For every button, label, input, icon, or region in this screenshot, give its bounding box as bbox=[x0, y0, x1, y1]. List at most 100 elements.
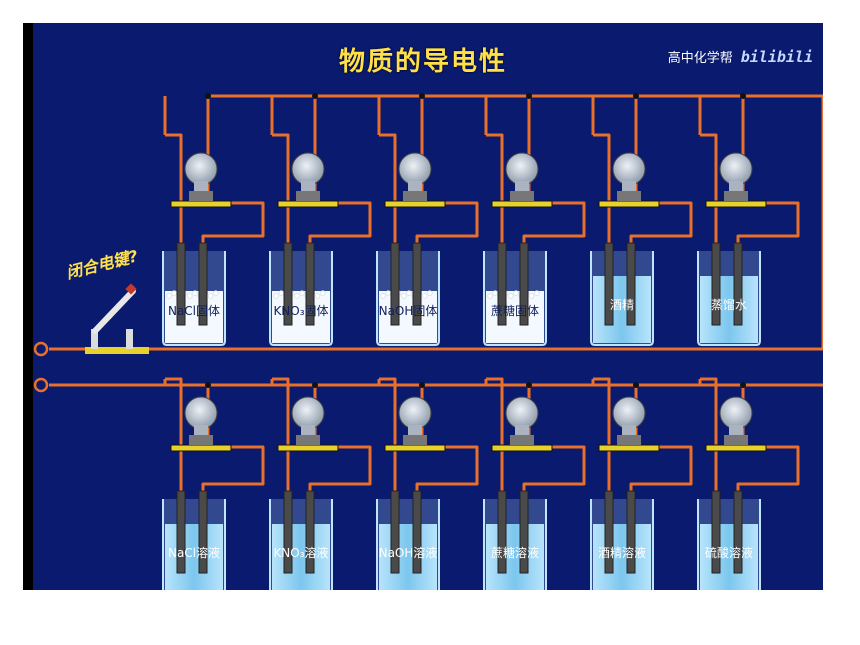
electrode bbox=[497, 242, 507, 326]
liquid-sample bbox=[379, 524, 437, 590]
crystal bbox=[380, 293, 386, 299]
cell-wire bbox=[486, 133, 504, 251]
lamp-socket bbox=[403, 191, 427, 201]
junction-dot bbox=[526, 382, 532, 388]
channel-name: 高中化学帮 bbox=[667, 51, 733, 66]
cell-wire bbox=[629, 445, 693, 499]
electrode bbox=[626, 242, 636, 326]
light-bulb-icon bbox=[505, 396, 539, 430]
junction-dot bbox=[419, 93, 425, 99]
lamp-holder bbox=[384, 444, 446, 452]
electrode bbox=[283, 242, 293, 326]
cell-wire bbox=[522, 201, 586, 251]
crystal bbox=[294, 293, 300, 299]
electrode bbox=[711, 490, 721, 574]
lamp-socket bbox=[296, 435, 320, 445]
bottom-beaker-label: NaOH溶液 bbox=[379, 545, 438, 560]
bottom-beaker-label: 蔗糖溶液 bbox=[491, 545, 539, 560]
crystal bbox=[207, 293, 214, 299]
lamp-holder bbox=[491, 444, 553, 452]
cell-wire bbox=[700, 133, 718, 251]
bulb-neck bbox=[194, 181, 208, 191]
cell-wire bbox=[165, 133, 183, 251]
crystal bbox=[534, 290, 540, 296]
lamp-socket bbox=[189, 435, 213, 445]
electrode bbox=[283, 490, 293, 574]
electrode bbox=[604, 490, 614, 574]
top-bus-wire bbox=[208, 94, 823, 349]
terminal-b bbox=[33, 377, 49, 393]
cell-wire bbox=[593, 377, 611, 499]
switch-post bbox=[126, 329, 133, 349]
switch-blade bbox=[92, 288, 136, 334]
junction-dot bbox=[312, 93, 318, 99]
lamp-socket bbox=[617, 191, 641, 201]
cell-wire bbox=[700, 377, 718, 499]
cell-wire bbox=[522, 445, 586, 499]
top-beaker-label: 酒精 bbox=[610, 298, 634, 312]
bilibili-logo: bilibili bbox=[740, 47, 813, 66]
liquid-sample bbox=[593, 524, 651, 590]
junction-dot bbox=[740, 382, 746, 388]
electrode bbox=[198, 242, 208, 326]
crystal bbox=[192, 290, 198, 296]
top-beaker-label: 蒸馏水 bbox=[711, 298, 747, 312]
bottom-beaker-label: NaCl溶液 bbox=[168, 545, 220, 560]
bulb-neck bbox=[301, 425, 315, 435]
channel-watermark: 高中化学帮 bilibili bbox=[667, 47, 813, 67]
cell-wire bbox=[272, 133, 290, 251]
crystal bbox=[528, 293, 535, 299]
cell-wire bbox=[486, 377, 504, 499]
crystal bbox=[320, 290, 326, 296]
junction-dot bbox=[205, 93, 211, 99]
cell-wire bbox=[736, 201, 800, 251]
liquid-sample bbox=[593, 276, 651, 343]
lamp-socket bbox=[724, 191, 748, 201]
cell-wire bbox=[736, 445, 800, 499]
lamp-socket bbox=[189, 191, 213, 201]
bulb-neck bbox=[622, 181, 636, 191]
cell-wire bbox=[629, 201, 693, 251]
cell-wire bbox=[201, 445, 265, 499]
solid-sample bbox=[379, 291, 437, 343]
liquid-sample bbox=[272, 524, 330, 590]
solid-sample bbox=[272, 291, 330, 343]
crystal bbox=[487, 293, 493, 299]
crystal bbox=[421, 293, 428, 299]
electrode bbox=[497, 490, 507, 574]
junction-dot bbox=[740, 93, 746, 99]
junction-dot bbox=[633, 382, 639, 388]
electrode bbox=[733, 242, 743, 326]
electrode bbox=[305, 242, 315, 326]
cell-wire bbox=[308, 445, 372, 499]
electrode bbox=[176, 490, 186, 574]
light-bulb-icon bbox=[719, 396, 753, 430]
top-beaker-label: KNO₃固体 bbox=[273, 304, 328, 318]
liquid-sample bbox=[165, 524, 223, 590]
light-bulb-icon bbox=[184, 396, 218, 430]
lamp-holder bbox=[598, 444, 660, 452]
light-bulb-icon bbox=[612, 152, 646, 186]
electrode bbox=[305, 490, 315, 574]
lamp-holder bbox=[170, 200, 232, 208]
light-bulb-icon bbox=[612, 396, 646, 430]
switch-post bbox=[91, 329, 98, 349]
crystal bbox=[492, 290, 498, 296]
terminal-a bbox=[33, 341, 49, 357]
light-bulb-icon bbox=[291, 396, 325, 430]
cell-wire bbox=[379, 133, 397, 251]
lamp-socket bbox=[617, 435, 641, 445]
electrode bbox=[412, 242, 422, 326]
crystal bbox=[508, 293, 514, 299]
lamp-holder bbox=[384, 200, 446, 208]
crystal bbox=[513, 290, 519, 296]
lamp-holder bbox=[705, 200, 767, 208]
electrode bbox=[519, 490, 529, 574]
electrode bbox=[176, 242, 186, 326]
bulb-neck bbox=[194, 425, 208, 435]
cell-wire bbox=[379, 377, 397, 499]
lamp-holder bbox=[170, 444, 232, 452]
bottom-beaker-label: 酒精溶液 bbox=[598, 545, 646, 560]
lamp-socket bbox=[724, 435, 748, 445]
